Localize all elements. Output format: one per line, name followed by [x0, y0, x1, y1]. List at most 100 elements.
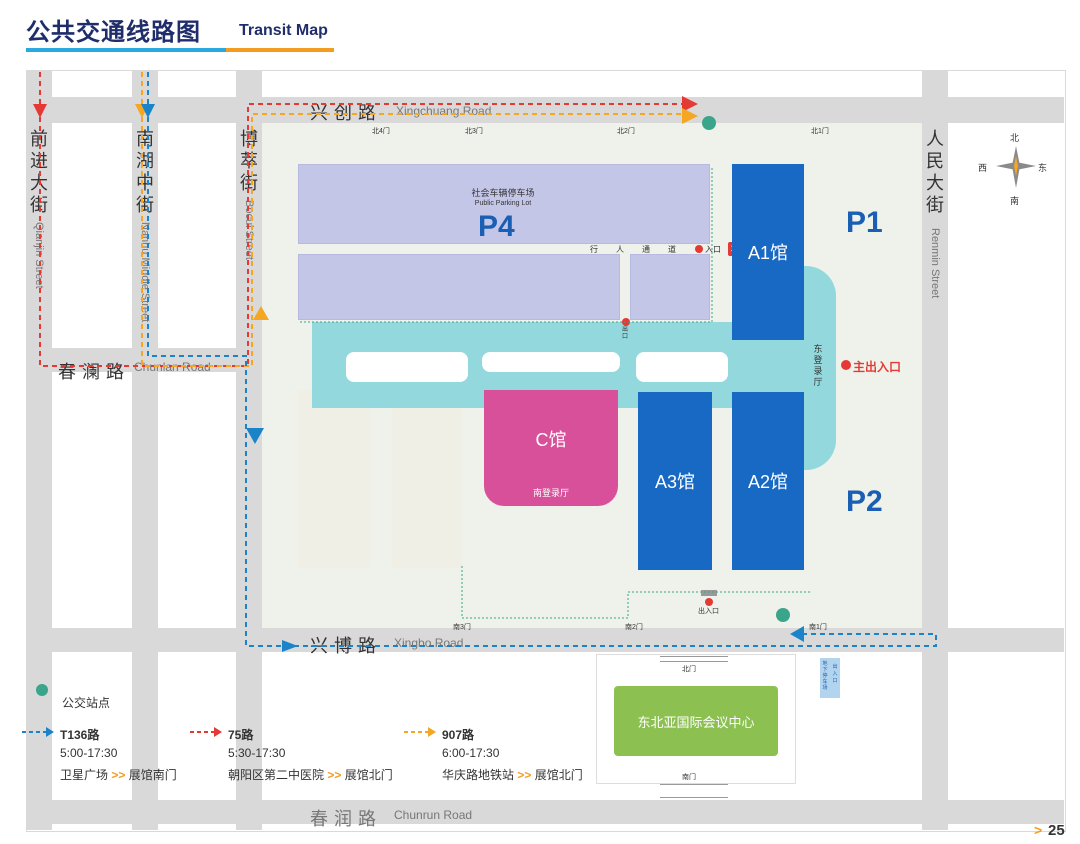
conference-north-gate: 北门: [682, 666, 696, 673]
south-exit-icon: [705, 598, 713, 606]
legend-t136-to: 展馆南门: [128, 768, 177, 782]
road-chunrun-label: 春润路: [310, 809, 382, 829]
walkway-label: 行人通道: [590, 244, 690, 255]
corridor-opening-1: [346, 352, 468, 382]
legend-907-to: 展馆北门: [534, 768, 583, 782]
conference-south-gate: 南门: [682, 774, 696, 781]
conference-south-steps: [660, 784, 728, 798]
gate-south3: 南3门: [453, 624, 471, 631]
road-chunrun-en: Chunrun Road: [394, 808, 473, 822]
main-entrance-icon: [841, 360, 851, 370]
p2-label: P2: [846, 485, 883, 518]
east-lobby-char-4: 厅: [813, 377, 823, 387]
side-exit2-char-4: 车: [822, 679, 828, 685]
legend-907-name: 907路: [442, 728, 475, 742]
p4-label-cn: 社会车辆停车场: [471, 188, 535, 198]
hall-c: C馆 南登录厅: [484, 390, 618, 506]
compass-south: 南: [1010, 196, 1020, 206]
hall-a3: A3馆: [638, 392, 712, 570]
gate-north1: 北1门: [811, 128, 829, 135]
parking-p4-southwest: [298, 254, 620, 320]
hall-a3-label: A3馆: [654, 472, 696, 492]
legend-907-route: 华庆路地铁站 >> 展馆北门: [442, 766, 583, 783]
side-exit-char-2: 入: [832, 671, 838, 677]
legend-75-time: 5:30-17:30: [228, 746, 286, 760]
conference-center: 东北亚国际会议中心: [614, 686, 778, 756]
east-lobby-label: 东 登 录 厅: [812, 344, 824, 388]
legend-75-arrow-icon: [190, 727, 222, 737]
road-east-branch: [948, 97, 1064, 123]
legend-75-route: 朝阳区第二中医院 >> 展馆北门: [228, 766, 393, 783]
gate-north2: 北2门: [617, 128, 635, 135]
gate-south2: 南2门: [625, 624, 643, 631]
underground-parking-exit: 地 下 停 车 场 出 入 口: [820, 658, 840, 698]
legend-75-name: 75路: [228, 728, 254, 742]
east-lobby-char-1: 东: [813, 344, 823, 354]
road-xingbo: [26, 628, 1064, 652]
conference-north-steps: [660, 656, 728, 662]
east-lobby-char-3: 录: [813, 366, 823, 376]
main-entrance-label: 主出入口: [853, 360, 902, 374]
hall-c-south-lobby: 南登录厅: [532, 488, 569, 498]
road-qianjin: [26, 70, 52, 830]
side-exit2-char-3: 停: [822, 673, 828, 679]
corridor-opening-2: [482, 352, 620, 372]
p4-label-en: Public Parking Lot: [474, 200, 532, 207]
hall-a2-label: A2馆: [747, 472, 789, 492]
walkway-entrance-icon: [695, 245, 703, 253]
legend-bus-stop-icon: [36, 684, 48, 696]
compass-north: 北: [1010, 133, 1020, 143]
gate-north3: 北3门: [465, 128, 483, 135]
road-renmin-en: Renmin Street: [929, 228, 941, 299]
hall-a1: A1馆: [732, 164, 804, 340]
compass-east: 东: [1038, 163, 1048, 173]
gate-north4: 北4门: [372, 128, 390, 135]
south-barrier: [701, 590, 717, 596]
legend-75-to: 展馆北门: [344, 768, 393, 782]
legend-907-time: 6:00-17:30: [442, 746, 500, 760]
compass-west: 西: [978, 163, 988, 173]
outdoor-area-1: [298, 390, 370, 568]
east-lobby-char-2: 登: [813, 355, 823, 365]
exit-char-1: 出: [622, 327, 629, 333]
legend-t136-from: 卫星广场: [60, 768, 109, 782]
legend-75-from: 朝阳区第二中医院: [228, 768, 325, 782]
hall-a1-label: A1馆: [747, 243, 789, 263]
page-title: 公共交通线路图: [26, 19, 201, 46]
walkway-char-2: 人: [616, 245, 624, 254]
parking-p4-southeast: [630, 254, 710, 320]
gate-south1: 南1门: [809, 624, 827, 631]
compass-rose-icon: [996, 146, 1036, 188]
side-exit-char-1: 出: [832, 664, 838, 670]
legend-t136-name: T136路: [60, 728, 100, 742]
page-number: 25: [1048, 822, 1065, 839]
legend-907-arrow-icon: [404, 727, 436, 737]
legend-t136-route: 卫星广场 >> 展馆南门: [60, 766, 177, 783]
legend-t136-arrow: >>: [111, 768, 126, 782]
title-underline-orange: [226, 48, 334, 52]
parking-p4-north: [298, 164, 710, 244]
bus-stop-south-icon: [776, 608, 790, 622]
road-chunrun: [26, 800, 1064, 824]
walkway-entrance-label: 入口: [705, 245, 721, 254]
south-exit-label: 出入口: [698, 608, 719, 615]
legend-907-from: 华庆路地铁站: [442, 768, 515, 782]
bus-stop-north-icon: [702, 116, 716, 130]
exit-label: 出 口: [622, 327, 630, 341]
legend-t136-arrow-icon: [22, 727, 54, 737]
outdoor-area-2: [392, 390, 462, 568]
side-exit-char-3: 口: [832, 678, 838, 684]
hall-c-label: C馆: [535, 430, 567, 450]
p4-label: P4: [478, 210, 515, 243]
road-bocui: [236, 70, 262, 830]
road-renmin-label: 人民大街: [926, 129, 944, 215]
side-exit2-char-5: 场: [822, 685, 828, 691]
page-number-chevron-icon: >: [1034, 822, 1043, 838]
page-subtitle: Transit Map: [239, 22, 328, 39]
legend-75-arrow: >>: [327, 768, 342, 782]
title-underline-blue: [26, 48, 226, 52]
road-nanhu: [132, 70, 158, 830]
walkway-char-1: 行: [590, 245, 598, 254]
road-xingchuang: [26, 97, 1064, 123]
